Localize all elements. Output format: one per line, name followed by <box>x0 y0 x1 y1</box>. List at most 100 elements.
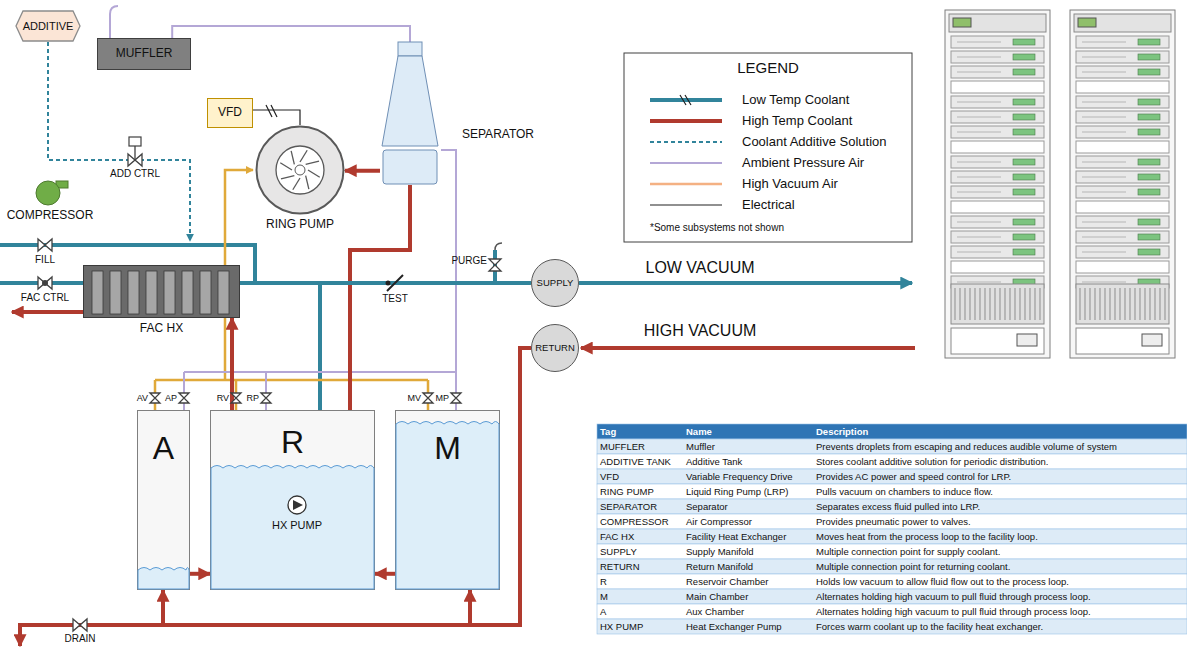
valve-tag: RP <box>246 393 259 403</box>
server-rack <box>945 10 1050 358</box>
server-rack <box>1138 69 1160 75</box>
server-rack <box>957 252 1001 253</box>
table-grid <box>597 574 1187 589</box>
additive-tank: ADDITIVE <box>15 10 81 42</box>
ring-pump-outline <box>295 165 305 175</box>
separator-outline <box>383 150 437 184</box>
server-rack <box>1076 231 1169 243</box>
legend-sample <box>680 95 691 105</box>
server-rack <box>1082 57 1126 58</box>
legend-sample <box>650 95 722 205</box>
server-rack <box>1082 72 1126 73</box>
ambient-air-line <box>110 6 118 38</box>
table-cell: Alternates holding high vacuum to pull f… <box>816 604 1091 619</box>
table-cell: Pulls vacuum on chambers to induce flow. <box>816 484 993 499</box>
server-rack <box>1142 334 1162 346</box>
table-grid <box>597 424 1187 439</box>
line-label: LOW VACUUM <box>645 259 754 277</box>
server-rack <box>989 288 990 320</box>
table-cell: Holds low vacuum to allow fluid flow out… <box>816 574 1069 589</box>
valve-tag: RV <box>217 393 229 403</box>
label-holder: Holds low vacuum to allow fluid flow out… <box>816 574 1069 589</box>
manifold-circle: RETURN <box>531 324 579 372</box>
server-rack <box>1024 288 1025 320</box>
server-rack <box>945 10 1050 358</box>
server-rack <box>1138 249 1160 255</box>
label-holder: MP <box>436 393 450 403</box>
label-holder: LOW VACUUM <box>645 259 754 277</box>
hx-pump: HX PUMP <box>272 494 322 516</box>
server-rack <box>1019 288 1020 320</box>
valve-tag: FAC CTRL <box>21 292 69 304</box>
valve-symbol <box>38 277 52 289</box>
label-holder: SUPPLY <box>600 544 637 559</box>
label-holder: Additive Tank <box>686 454 742 469</box>
valve-symbol <box>38 154 501 631</box>
legend-text: High Vacuum Air <box>742 176 838 192</box>
server-rack <box>951 66 1044 78</box>
pipe-connector <box>375 572 395 576</box>
table-cell: Forces warm coolant up to the facility h… <box>816 619 1043 634</box>
label-holder: Muffler <box>686 439 715 454</box>
server-racks <box>945 10 1175 358</box>
label-holder: Pulls vacuum on chambers to induce flow. <box>816 484 993 499</box>
table-cell: Heat Exchanger Pump <box>686 619 782 634</box>
label-holder: DRAIN <box>64 633 95 645</box>
ring-pump-outline <box>276 146 324 194</box>
legend-entry: Electrical <box>742 197 795 213</box>
server-rack <box>957 42 1001 43</box>
pipe-connector <box>253 110 300 125</box>
ring-pump-outline <box>308 170 320 177</box>
label-holder: MUFFLER <box>600 439 645 454</box>
server-rack <box>1013 159 1035 165</box>
server-rack <box>1034 288 1035 320</box>
table-cell: Aux Chamber <box>686 604 744 619</box>
table-grid <box>597 454 1187 469</box>
heat-exchanger-outline <box>182 271 193 314</box>
legend-sample <box>650 163 722 164</box>
server-rack <box>1082 192 1126 193</box>
label-holder: Prevents droplets from escaping and redu… <box>816 439 1117 454</box>
label-holder: Provides AC power and speed control for … <box>816 469 1011 484</box>
server-rack <box>1139 288 1140 320</box>
valve-actuator <box>129 137 141 146</box>
label-holder: Forces warm coolant up to the facility h… <box>816 619 1043 634</box>
server-rack <box>1013 189 1035 195</box>
server-rack <box>957 57 1001 58</box>
server-rack <box>1094 288 1095 320</box>
high-temp-pipe <box>20 625 163 646</box>
server-rack <box>957 162 1001 163</box>
server-rack <box>957 237 1001 238</box>
server-rack <box>1082 282 1126 283</box>
label-holder: Stores coolant additive solution for per… <box>816 454 1048 469</box>
label-holder: RETURN <box>600 559 640 574</box>
server-rack <box>1138 159 1160 165</box>
heat-exchanger-outline <box>110 271 121 314</box>
heat-exchanger-outline <box>218 271 229 314</box>
valve-symbol <box>423 393 433 403</box>
valve-tag: DRAIN <box>64 633 95 645</box>
label-holder: Description <box>816 424 868 439</box>
valve-tag: ADD CTRL <box>110 168 160 180</box>
label-holder: Moves heat from the process loop to the … <box>816 529 1038 544</box>
table-grid <box>597 544 1187 559</box>
chamber-tank-outline <box>211 466 374 590</box>
table-cell: Moves heat from the process loop to the … <box>816 529 1038 544</box>
server-rack <box>1004 288 1005 320</box>
label-holder: Name <box>686 424 712 439</box>
low-temp-pipe <box>318 283 322 410</box>
table-cell: RING PUMP <box>600 484 654 499</box>
legend-text: Low Temp Coolant <box>742 92 849 108</box>
ring-pump-outline <box>281 176 294 179</box>
node-label-holder: RING PUMP <box>266 218 334 232</box>
server-rack <box>1124 288 1125 320</box>
valve-symbol <box>150 393 160 403</box>
server-rack <box>951 231 1044 243</box>
heat-exchanger-outline <box>164 271 175 314</box>
server-rack <box>951 111 1044 123</box>
node-label: A <box>153 430 174 467</box>
server-rack <box>1119 288 1120 320</box>
server-rack <box>1082 102 1126 103</box>
pipe-connector <box>172 26 410 42</box>
ring-pump-outline <box>306 161 319 164</box>
